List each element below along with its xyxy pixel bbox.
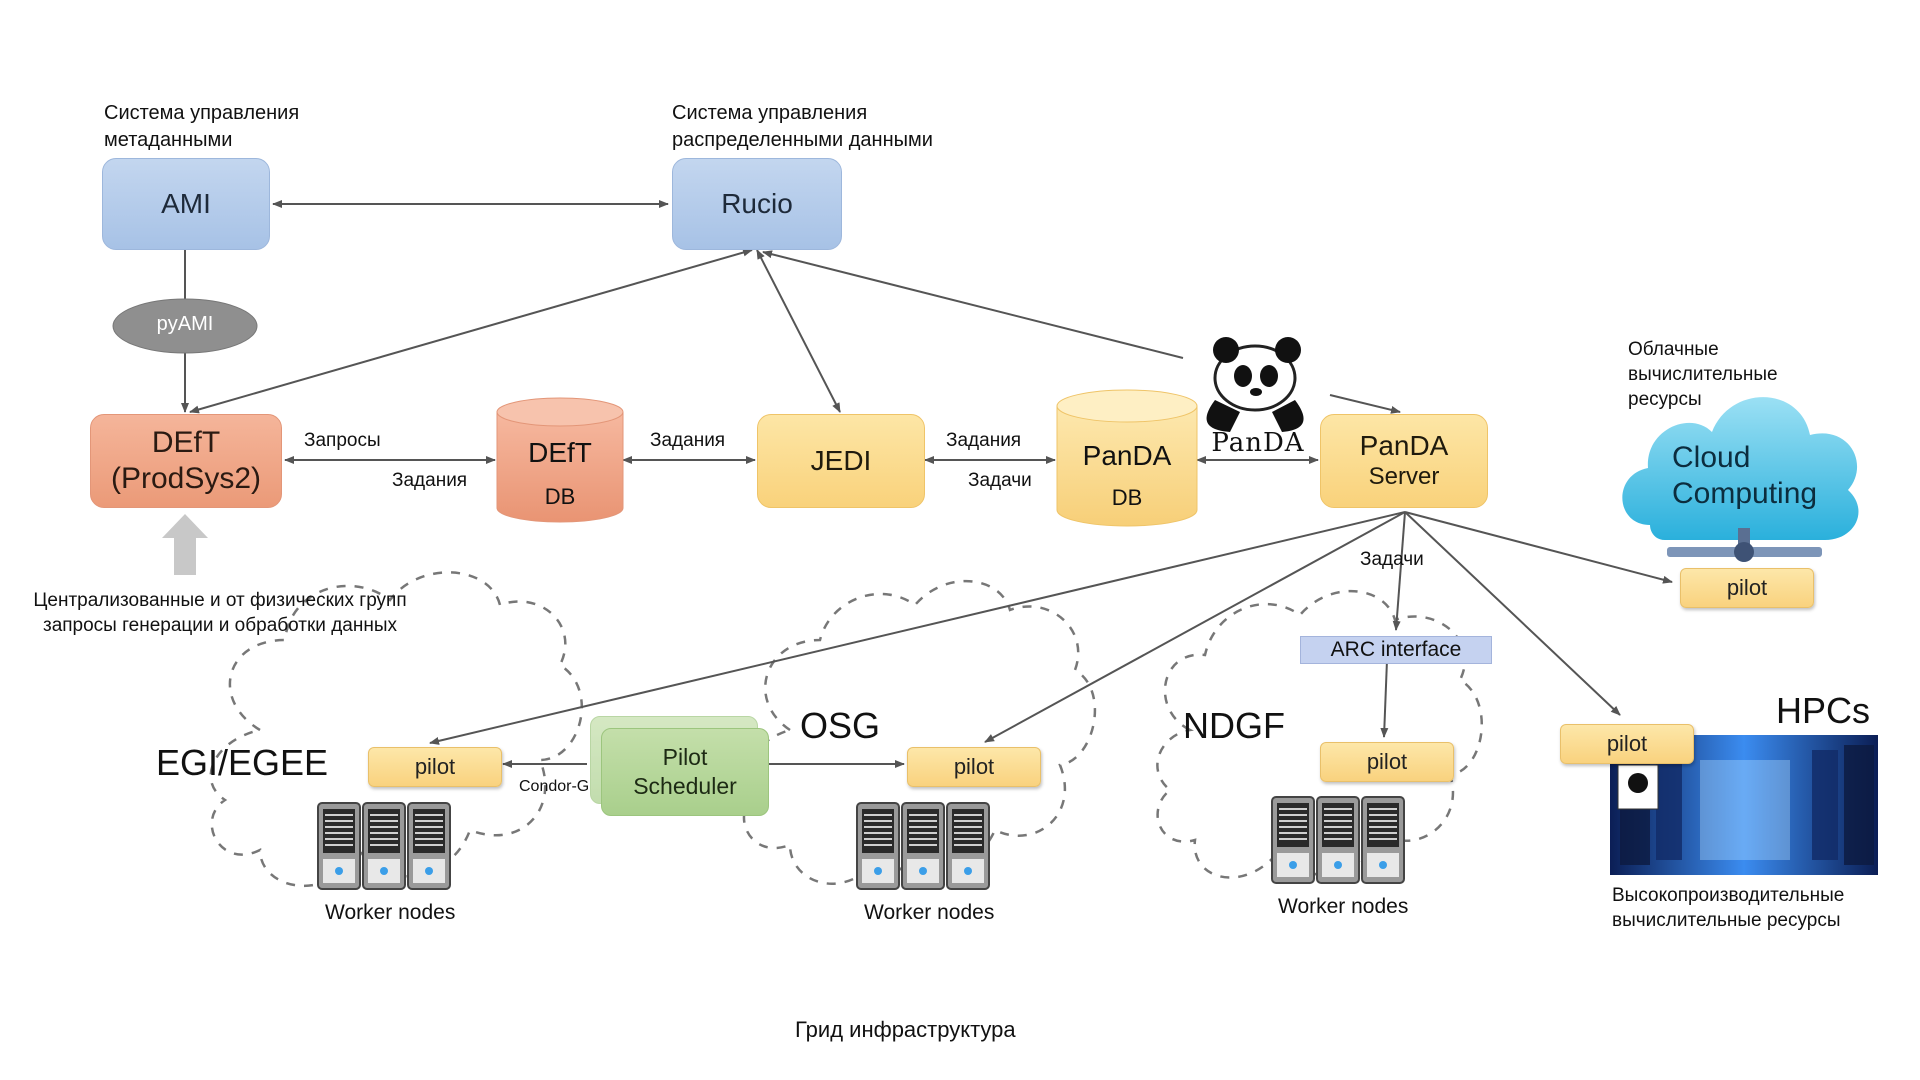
ndgf-worker-label: Worker nodes bbox=[1278, 895, 1409, 918]
edge-rucio-deft bbox=[189, 248, 753, 414]
edge-panda-server bbox=[1329, 394, 1401, 414]
edge-panda-rucio bbox=[762, 250, 1184, 359]
edge-label-jobs-2: Задачи bbox=[1360, 549, 1424, 570]
deft-label-line1: DEfT bbox=[151, 426, 221, 459]
cloud-caption-line1: Облачные bbox=[1628, 339, 1719, 360]
edge-server-hpc bbox=[1404, 511, 1621, 716]
hpc-caption-line2: вычислительные ресурсы bbox=[1612, 910, 1841, 931]
ndgf-pilot-label: pilot bbox=[1366, 749, 1408, 774]
edge-arc-ndgf bbox=[1380, 659, 1389, 738]
edge-server-arc bbox=[1392, 511, 1406, 631]
hpc-caption-line1: Высокопроизводительные bbox=[1612, 885, 1845, 906]
edge-server-cloud bbox=[1404, 511, 1673, 584]
input-caption-line2: запросы генерации и обработки данных bbox=[42, 615, 397, 636]
ami-node: AMI bbox=[102, 158, 270, 250]
edge-label-requests: Запросы bbox=[304, 430, 381, 451]
edge-server-egi bbox=[429, 511, 1406, 745]
cloud-caption-line3: ресурсы bbox=[1628, 389, 1702, 410]
osg-pilot: pilot bbox=[907, 747, 1041, 787]
egi-grid-cloud bbox=[209, 571, 584, 887]
input-arrow bbox=[162, 514, 208, 575]
deft-label-line2: (ProdSys2) bbox=[110, 462, 262, 495]
pyami-label: pyAMI bbox=[156, 313, 214, 335]
egi-worker-servers bbox=[317, 802, 451, 890]
edge-rucio-jedi bbox=[756, 249, 841, 413]
hpc-name: HPCs bbox=[1776, 690, 1871, 731]
cloud-pilot: pilot bbox=[1680, 568, 1814, 608]
input-caption-line1: Централизованные и от физических групп bbox=[33, 590, 407, 611]
egi-pilot: pilot bbox=[368, 747, 502, 787]
deft-db-label-line2: DB bbox=[544, 484, 576, 509]
edge-label-condor-g: Condor-G bbox=[519, 778, 590, 795]
panda-logo-text: PanDA bbox=[1211, 428, 1305, 458]
cloud-name-line2: Computing bbox=[1672, 477, 1818, 510]
rucio-node: Rucio bbox=[672, 158, 842, 250]
cloud-caption-line2: вычислительные bbox=[1628, 364, 1778, 385]
pilot-scheduler-node: Pilot Scheduler bbox=[601, 728, 769, 816]
egi-worker-label: Worker nodes bbox=[325, 901, 456, 924]
edge-server-osg bbox=[984, 511, 1406, 743]
panda-logo-icon bbox=[1206, 337, 1304, 432]
panda-db-label-line2: DB bbox=[1111, 485, 1143, 510]
deft-db-cylinder bbox=[496, 397, 624, 523]
osg-grid-name: OSG bbox=[800, 705, 881, 746]
panda-db-cylinder bbox=[1056, 389, 1198, 527]
jedi-node: JEDI bbox=[757, 414, 925, 508]
hpc-pilot: pilot bbox=[1560, 724, 1694, 764]
osg-worker-servers bbox=[856, 802, 990, 890]
egi-grid-name: EGI/EGEE bbox=[156, 742, 329, 783]
arc-interface-node: ARC interface bbox=[1300, 636, 1492, 664]
rucio-caption-line1: Система управления bbox=[672, 102, 868, 124]
ndgf-grid-name: NDGF bbox=[1183, 705, 1285, 746]
jedi-label: JEDI bbox=[810, 445, 872, 476]
ndgf-worker-servers bbox=[1271, 796, 1405, 884]
pilot-scheduler-label-line1: Pilot bbox=[662, 744, 708, 770]
osg-worker-label: Worker nodes bbox=[864, 901, 995, 924]
osg-pilot-label: pilot bbox=[953, 754, 995, 779]
panda-db-label-line1: PanDA bbox=[1082, 440, 1172, 471]
ami-caption-line2: метаданными bbox=[104, 129, 233, 151]
edge-label-tasks-1: Задания bbox=[392, 470, 468, 491]
ndgf-pilot: pilot bbox=[1320, 742, 1454, 782]
deft-node: DEfT (ProdSys2) bbox=[90, 414, 282, 508]
arc-interface-label: ARC interface bbox=[1330, 638, 1462, 661]
rucio-label: Rucio bbox=[721, 188, 793, 219]
panda-server-label-line1: PanDA bbox=[1359, 430, 1449, 461]
egi-pilot-label: pilot bbox=[414, 754, 456, 779]
pilot-scheduler-label-line2: Scheduler bbox=[633, 773, 737, 799]
panda-server-label-line2: Server bbox=[1368, 463, 1440, 490]
osg-grid-cloud bbox=[742, 580, 1097, 885]
hpc-pilot-label: pilot bbox=[1606, 731, 1648, 756]
cloud-name-line1: Cloud bbox=[1672, 441, 1751, 474]
edge-label-tasks-3: Задания bbox=[946, 430, 1022, 451]
panda-server-node: PanDA Server bbox=[1320, 414, 1488, 508]
ami-label: AMI bbox=[161, 188, 211, 219]
rucio-caption-line2: распределенными данными bbox=[672, 129, 933, 151]
cloud-pilot-label: pilot bbox=[1726, 575, 1768, 600]
edge-label-jobs-1: Задачи bbox=[968, 470, 1032, 491]
cloud-computing-icon bbox=[1622, 397, 1859, 562]
grid-infrastructure-caption: Грид инфраструктура bbox=[795, 1017, 1016, 1042]
edge-label-tasks-2: Задания bbox=[650, 430, 726, 451]
ami-caption-line1: Система управления bbox=[104, 102, 300, 124]
pyami-node bbox=[112, 298, 258, 354]
deft-db-label-line1: DEfT bbox=[528, 437, 592, 468]
